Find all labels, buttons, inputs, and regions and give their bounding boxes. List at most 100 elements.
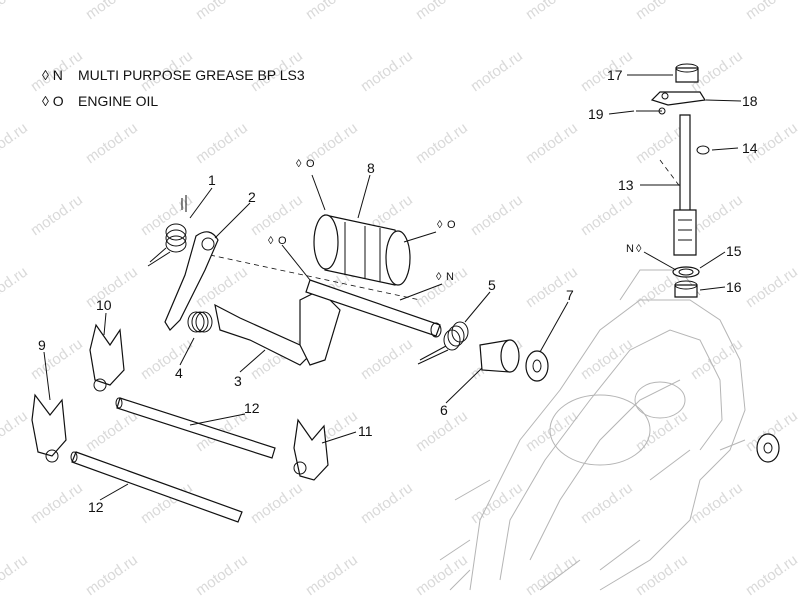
side-seal (756, 433, 780, 463)
watermark-text: motod.ru (578, 191, 636, 239)
watermark-text: motod.ru (138, 335, 196, 383)
callout-17: 17 (607, 67, 623, 83)
watermark-text: motod.ru (743, 551, 800, 599)
part-4-spring (187, 311, 213, 333)
part-15-seal (672, 266, 700, 278)
watermark-text: motod.ru (303, 551, 361, 599)
watermark-text: motod.ru (358, 479, 416, 527)
watermark-text: motod.ru (743, 263, 800, 311)
drop-icon: ◊ (636, 243, 642, 255)
watermark-text: motod.ru (83, 407, 141, 455)
part-18-lever (650, 91, 707, 106)
callout-15: 15 (726, 243, 742, 259)
callout-16: 16 (726, 279, 742, 295)
part-16-bearing (674, 280, 698, 298)
watermark-text: motod.ru (413, 263, 471, 311)
leader-lines (43, 74, 742, 501)
watermark-text: motod.ru (0, 0, 31, 23)
watermark-text: motod.ru (138, 191, 196, 239)
watermark-text: motod.ru (83, 119, 141, 167)
drop-icon: ◊ (437, 219, 443, 231)
watermark-text: motod.ru (523, 0, 581, 23)
watermark-text: motod.ru (83, 0, 141, 23)
watermark-text: motod.ru (83, 551, 141, 599)
watermark-text: motod.ru (28, 191, 86, 239)
drop-icon: ◊ (436, 271, 442, 283)
watermark-text: motod.ru (633, 407, 691, 455)
watermark-text: motod.ru (413, 0, 471, 23)
callouts: 1 2 3 4 5 6 7 8 9 10 11 12 12 13 14 15 1… (38, 67, 758, 515)
watermark-text: motod.ru (193, 119, 251, 167)
watermark-text: motod.ru (193, 551, 251, 599)
watermark-text: motod.ru (743, 0, 800, 23)
watermark-text: motod.ru (303, 0, 361, 23)
callout-18: 18 (742, 93, 758, 109)
callout-19: 19 (588, 106, 604, 122)
part-3-selector-arm (214, 289, 341, 366)
part-17-bearing (675, 63, 699, 83)
part-19-screw (636, 107, 666, 115)
part-9-fork (31, 393, 67, 463)
part-11-fork (293, 418, 329, 481)
lube-marks: ◊ O ◊ O ◊ O ◊ N N ◊ (268, 158, 642, 283)
watermark-text: motod.ru (688, 335, 746, 383)
watermark-text: motod.ru (248, 479, 306, 527)
watermark-text: motod.ru (28, 335, 86, 383)
watermark-text: motod.ru (0, 263, 31, 311)
watermark-text: motod.ru (633, 551, 691, 599)
part-12-rod-upper (115, 397, 276, 459)
watermark-text: motod.ru (0, 551, 31, 599)
callout-3: 3 (234, 373, 242, 389)
watermark-text: motod.ru (523, 551, 581, 599)
watermark-text: motod.ru (0, 119, 31, 167)
legend-symbol-oil: ◊ O (42, 93, 64, 109)
watermark-text: motod.ru (688, 479, 746, 527)
legend-text-grease: MULTI PURPOSE GREASE BP LS3 (78, 67, 305, 83)
lube-mark-drum-right: O (447, 219, 456, 231)
watermark-text: motod.ru (193, 0, 251, 23)
legend: ◊ N MULTI PURPOSE GREASE BP LS3 ◊ O ENGI… (42, 67, 305, 109)
callout-11: 11 (358, 423, 373, 439)
part-1-spring (147, 195, 187, 267)
lube-mark-arm: O (278, 235, 287, 247)
callout-2: 2 (248, 189, 256, 205)
part-6-bush (479, 339, 520, 373)
drop-icon: ◊ (296, 158, 302, 170)
watermark-text: motod.ru (523, 119, 581, 167)
watermark-text: motod.ru (248, 191, 306, 239)
callout-6: 6 (440, 402, 448, 418)
watermark-text: motod.ru (633, 0, 691, 23)
part-7-washer (525, 350, 549, 382)
callout-10: 10 (96, 297, 112, 313)
part-8-selector-drum (313, 214, 411, 286)
callout-4: 4 (175, 365, 183, 381)
part-14-clip (696, 145, 710, 155)
watermark-text: motod.ru (28, 479, 86, 527)
lube-mark-drum-top: O (306, 158, 315, 170)
watermark-text: motod.ru (523, 407, 581, 455)
part-5-spring (417, 321, 469, 365)
part-12-rod-lower (70, 451, 243, 523)
watermark-text: motod.ru (468, 191, 526, 239)
callout-12-lower: 12 (88, 499, 104, 515)
legend-text-oil: ENGINE OIL (78, 93, 158, 109)
callout-8: 8 (367, 160, 375, 176)
callout-12-upper: 12 (244, 400, 260, 416)
selector-shaft (305, 279, 442, 338)
callout-7: 7 (566, 287, 574, 303)
callout-9: 9 (38, 337, 46, 353)
legend-symbol-grease: ◊ N (42, 67, 63, 83)
watermark-text: motod.ru (358, 335, 416, 383)
watermark-text: motod.ru (0, 407, 31, 455)
part-10-fork (89, 323, 125, 392)
callout-13: 13 (618, 177, 634, 193)
callout-1: 1 (208, 172, 216, 188)
watermark-text: motod.ru (83, 263, 141, 311)
watermark-text: motod.ru (578, 479, 636, 527)
watermark-text: motod.ru (468, 47, 526, 95)
watermark-text: motod.ru (578, 335, 636, 383)
lube-mark-seal: N (626, 243, 634, 255)
callout-14: 14 (742, 140, 758, 156)
drop-icon: ◊ (268, 235, 274, 247)
